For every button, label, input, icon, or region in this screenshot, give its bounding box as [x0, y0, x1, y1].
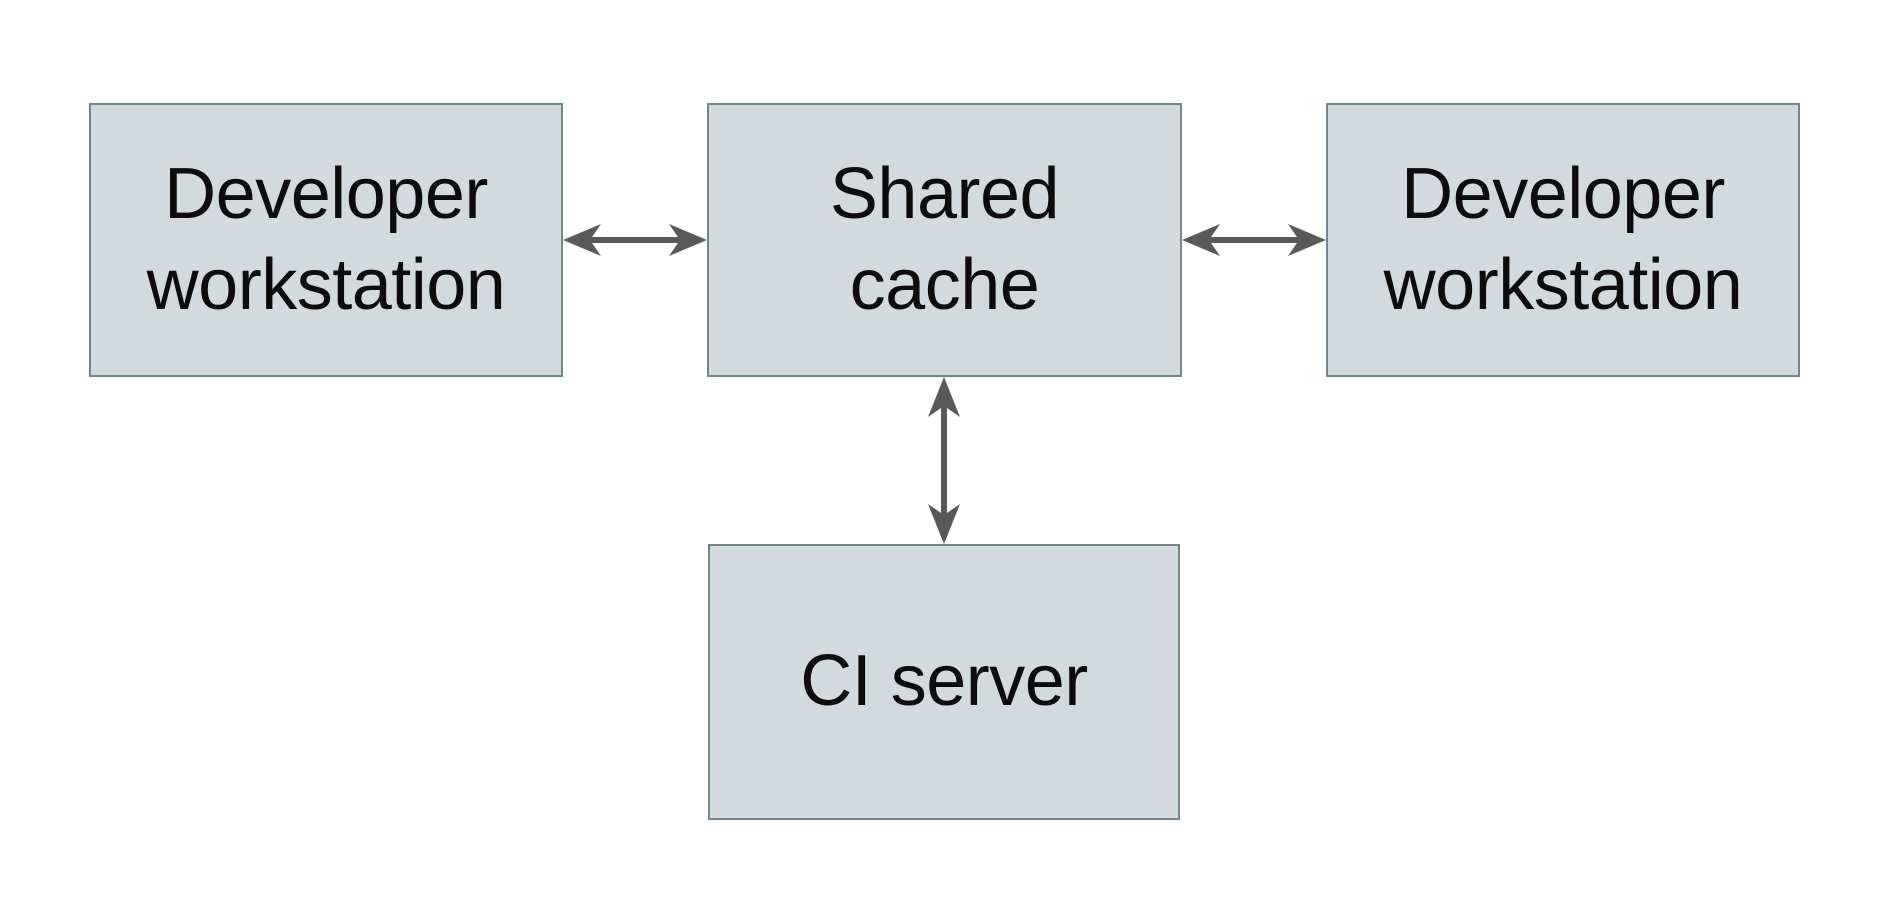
node-label-line: workstation	[146, 245, 506, 325]
arrowhead-right-icon	[669, 224, 707, 256]
arrowhead-right-icon	[1288, 224, 1326, 256]
node-developer-workstation-right: Developer workstation	[1326, 103, 1800, 377]
node-shared-cache: Shared cache	[707, 103, 1182, 377]
node-label-line: Shared	[829, 153, 1060, 234]
arrowhead-down-icon	[928, 504, 960, 544]
node-label-line: workstation	[1383, 245, 1743, 325]
bidirectional-arrow-left-workstation-to-cache	[563, 224, 707, 256]
node-label-line: CI server	[800, 641, 1088, 722]
bidirectional-arrow-cache-to-ci-server	[928, 377, 960, 544]
arrowhead-left-icon	[563, 224, 601, 256]
node-label-line: cache	[849, 245, 1040, 325]
arrowhead-left-icon	[1182, 224, 1220, 256]
arrowhead-up-icon	[928, 377, 960, 417]
node-label-line: Developer	[164, 153, 488, 234]
node-label-line: Developer	[1401, 153, 1725, 234]
node-developer-workstation-left: Developer workstation	[89, 103, 563, 377]
node-ci-server: CI server	[708, 544, 1180, 820]
bidirectional-arrow-cache-to-right-workstation	[1182, 224, 1326, 256]
